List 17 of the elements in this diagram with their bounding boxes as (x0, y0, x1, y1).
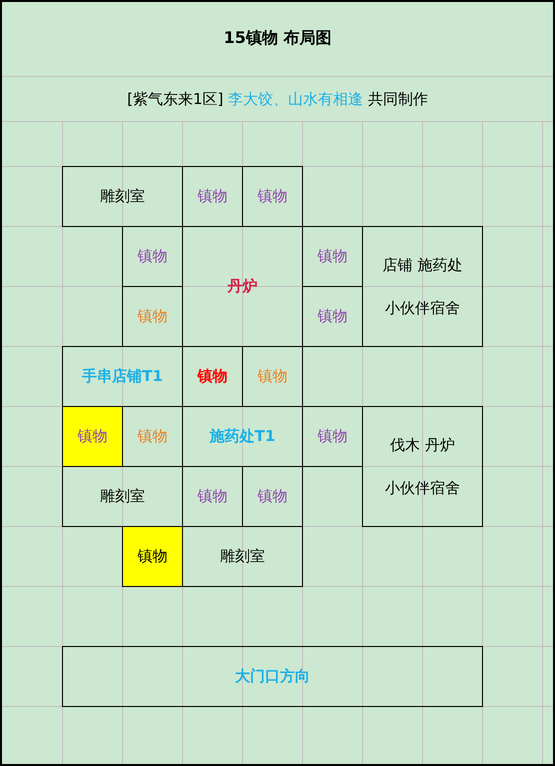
layout-cell: 镇物 (302, 406, 363, 467)
building-name: 店铺 施药处 (382, 256, 462, 274)
building-name: 小伙伴宿舍 (385, 478, 460, 498)
building-name: 伐木 丹炉 (390, 436, 455, 454)
layout-cell: 大门口方向 (62, 646, 483, 707)
layout-cell: 雕刻室 (62, 166, 183, 227)
layout-cell: 镇物 (62, 406, 123, 467)
title: 15镇物 布局图 (222, 28, 332, 49)
building-name: 小伙伴宿舍 (385, 298, 460, 318)
subtitle-text: 共同制作 (368, 90, 428, 108)
building-box (362, 226, 483, 347)
layout-cell: 镇物 (122, 526, 183, 587)
layout-cell: 镇物 (242, 166, 303, 227)
author-names: 李大饺、山水有相逢 (228, 90, 364, 108)
subtitle-text: [紫气东来1区] (127, 90, 224, 108)
layout-cell: 雕刻室 (182, 526, 303, 587)
building-box (362, 406, 483, 527)
